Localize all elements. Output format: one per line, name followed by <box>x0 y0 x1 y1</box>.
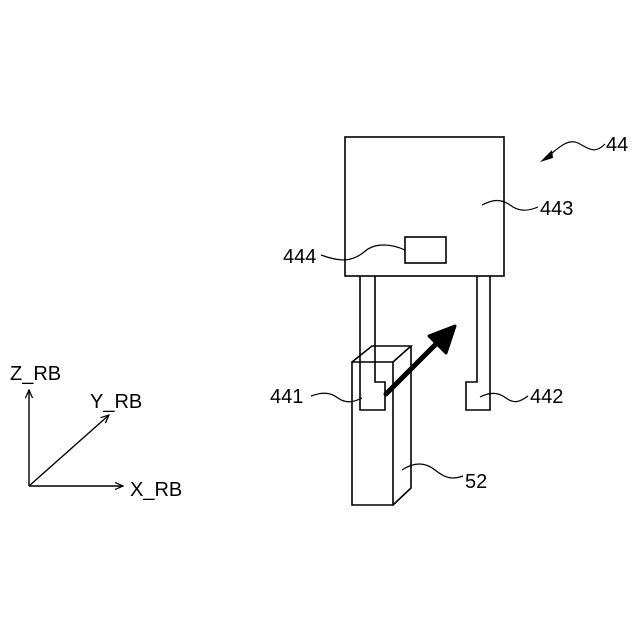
label-44: 44 <box>606 134 628 156</box>
label-52: 52 <box>465 471 487 493</box>
label-443: 443 <box>540 198 573 220</box>
leader-444 <box>321 245 405 260</box>
finger-left <box>360 276 385 410</box>
label-442: 442 <box>530 386 563 408</box>
leader-442 <box>480 393 528 401</box>
gripper-body <box>345 137 504 276</box>
workpiece-block <box>352 346 411 505</box>
label-441: 441 <box>270 386 303 408</box>
finger-right <box>466 276 490 410</box>
label-444: 444 <box>283 246 316 268</box>
coordinate-axes: Z_RB Y_RB X_RB <box>10 363 182 501</box>
y-axis-label: Y_RB <box>90 391 142 413</box>
leader-443 <box>482 200 538 210</box>
y-axis <box>29 415 109 486</box>
leader-441 <box>311 393 362 402</box>
leader-44-arrowhead <box>540 150 553 162</box>
leader-44 <box>544 142 605 160</box>
sensor-box <box>405 237 446 263</box>
x-axis-label: X_RB <box>130 479 182 501</box>
z-axis-label: Z_RB <box>10 363 61 385</box>
